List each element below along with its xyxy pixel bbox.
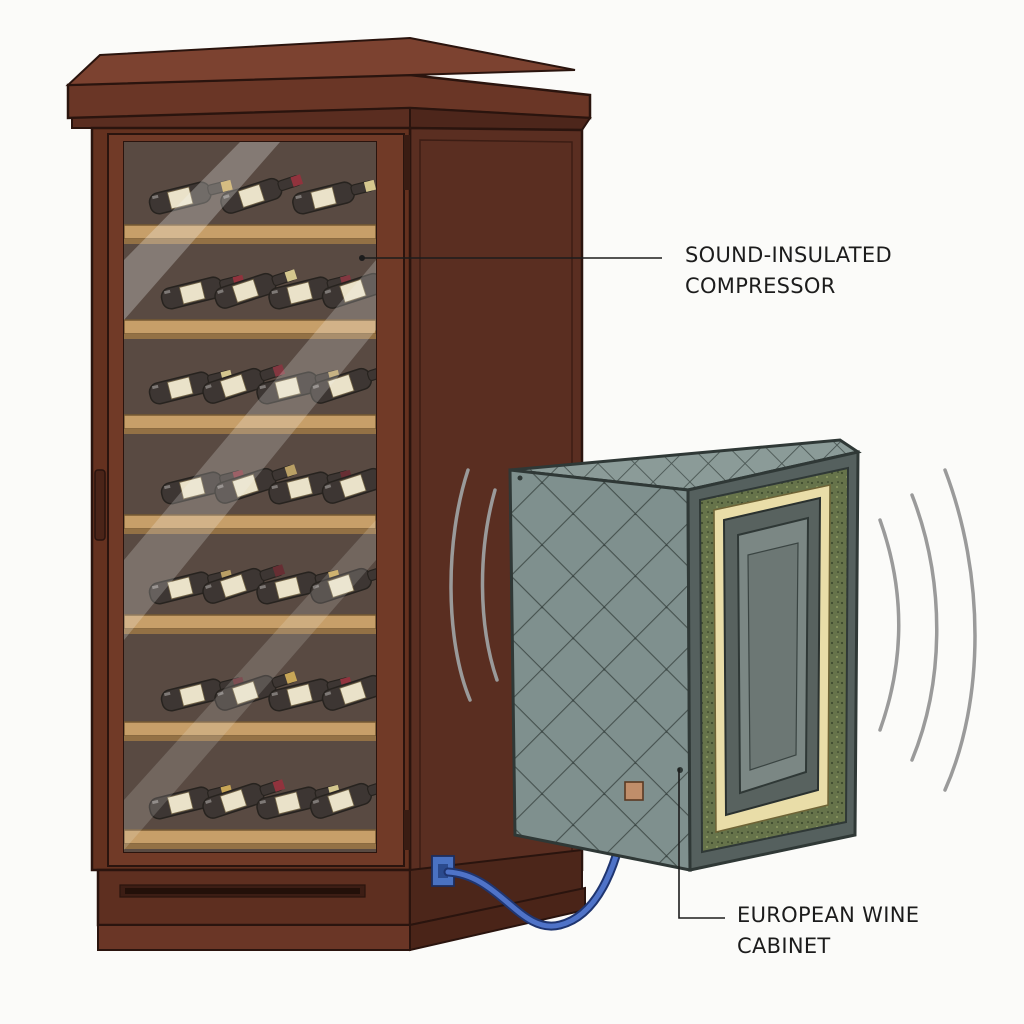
- shelf: [124, 319, 376, 339]
- wine-bottle-icon: [309, 565, 376, 604]
- wine-bottle-icon: [202, 564, 286, 604]
- callout-cabinet-line-1: EUROPEAN WINE: [737, 903, 920, 927]
- shelf: [124, 614, 376, 634]
- wine-bottle-icon: [202, 779, 286, 819]
- wine-shelves: [124, 174, 376, 849]
- wine-bottle-icon: [309, 365, 376, 404]
- wine-bottle-icon: [214, 269, 298, 309]
- callout-compressor-line-2: COMPRESSOR: [685, 274, 836, 298]
- wine-bottle-icon: [220, 174, 304, 214]
- wine-bottle-icon: [292, 179, 376, 215]
- callout-cabinet-label: EUROPEAN WINE CABINET: [737, 900, 919, 962]
- wine-bottle-icon: [148, 179, 233, 215]
- callout-compressor-line-1: SOUND-INSULATED: [685, 243, 892, 267]
- wine-bottle-icon: [309, 780, 376, 819]
- wine-bottle-icon: [214, 464, 298, 504]
- callout-compressor-label: SOUND-INSULATED COMPRESSOR: [685, 240, 892, 302]
- shelf: [124, 829, 376, 849]
- wine-bottle-icon: [321, 272, 376, 309]
- shelf: [124, 721, 376, 741]
- wine-bottle-icon: [214, 671, 298, 711]
- wine-bottle-icon: [321, 467, 376, 504]
- wine-bottle-icon: [256, 569, 341, 605]
- callout-cabinet-line-2: CABINET: [737, 934, 831, 958]
- shelf: [124, 224, 376, 244]
- wine-bottle-icon: [268, 676, 353, 712]
- wine-bottle-icon: [321, 674, 376, 711]
- cabinet-leader-line: [678, 768, 725, 919]
- cable-port: [624, 781, 644, 801]
- shelf: [124, 514, 376, 534]
- wine-bottle-icon: [268, 274, 353, 310]
- wine-bottle-icon: [148, 784, 233, 820]
- shelf: [124, 414, 376, 434]
- wine-bottle-icon: [268, 469, 353, 505]
- wine-bottle-icon: [202, 364, 286, 404]
- door-handle: [94, 469, 106, 541]
- wine-bottle-icon: [160, 469, 245, 505]
- compressor-enclosure: [508, 438, 862, 872]
